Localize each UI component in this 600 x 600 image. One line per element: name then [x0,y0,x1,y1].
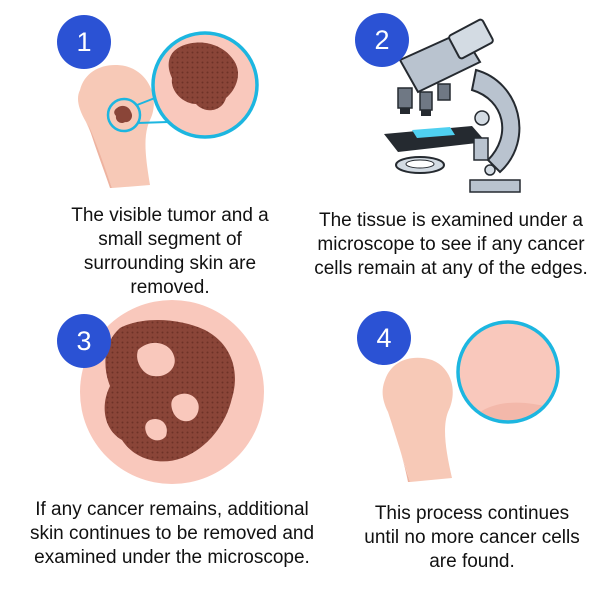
arm-1 [78,65,154,188]
step1-illustration [78,31,259,188]
step2-illustration [384,18,521,193]
step-4-caption: This process continues until no more can… [364,503,580,572]
step3-illustration [80,300,264,484]
step-1-caption: The visible tumor and a small segment of… [71,205,269,298]
magnifier-small-ring [106,97,142,133]
step-3-badge: 3 [57,314,111,368]
tumor-small [114,105,133,124]
magnifier-ring-4 [456,320,560,424]
magnifier-ring-1 [151,31,259,139]
step-2-badge: 2 [355,13,409,67]
microscope-arm [470,68,521,174]
step-1-badge: 1 [57,15,111,69]
step-4-badge: 4 [357,311,411,365]
microscope-stage [384,126,486,152]
step-3-caption: If any cancer remains, additional skin c… [29,499,315,568]
arm-4 [382,357,453,482]
step4-illustration [382,320,560,482]
step-2-caption: The tissue is examined under a microscop… [314,210,588,279]
